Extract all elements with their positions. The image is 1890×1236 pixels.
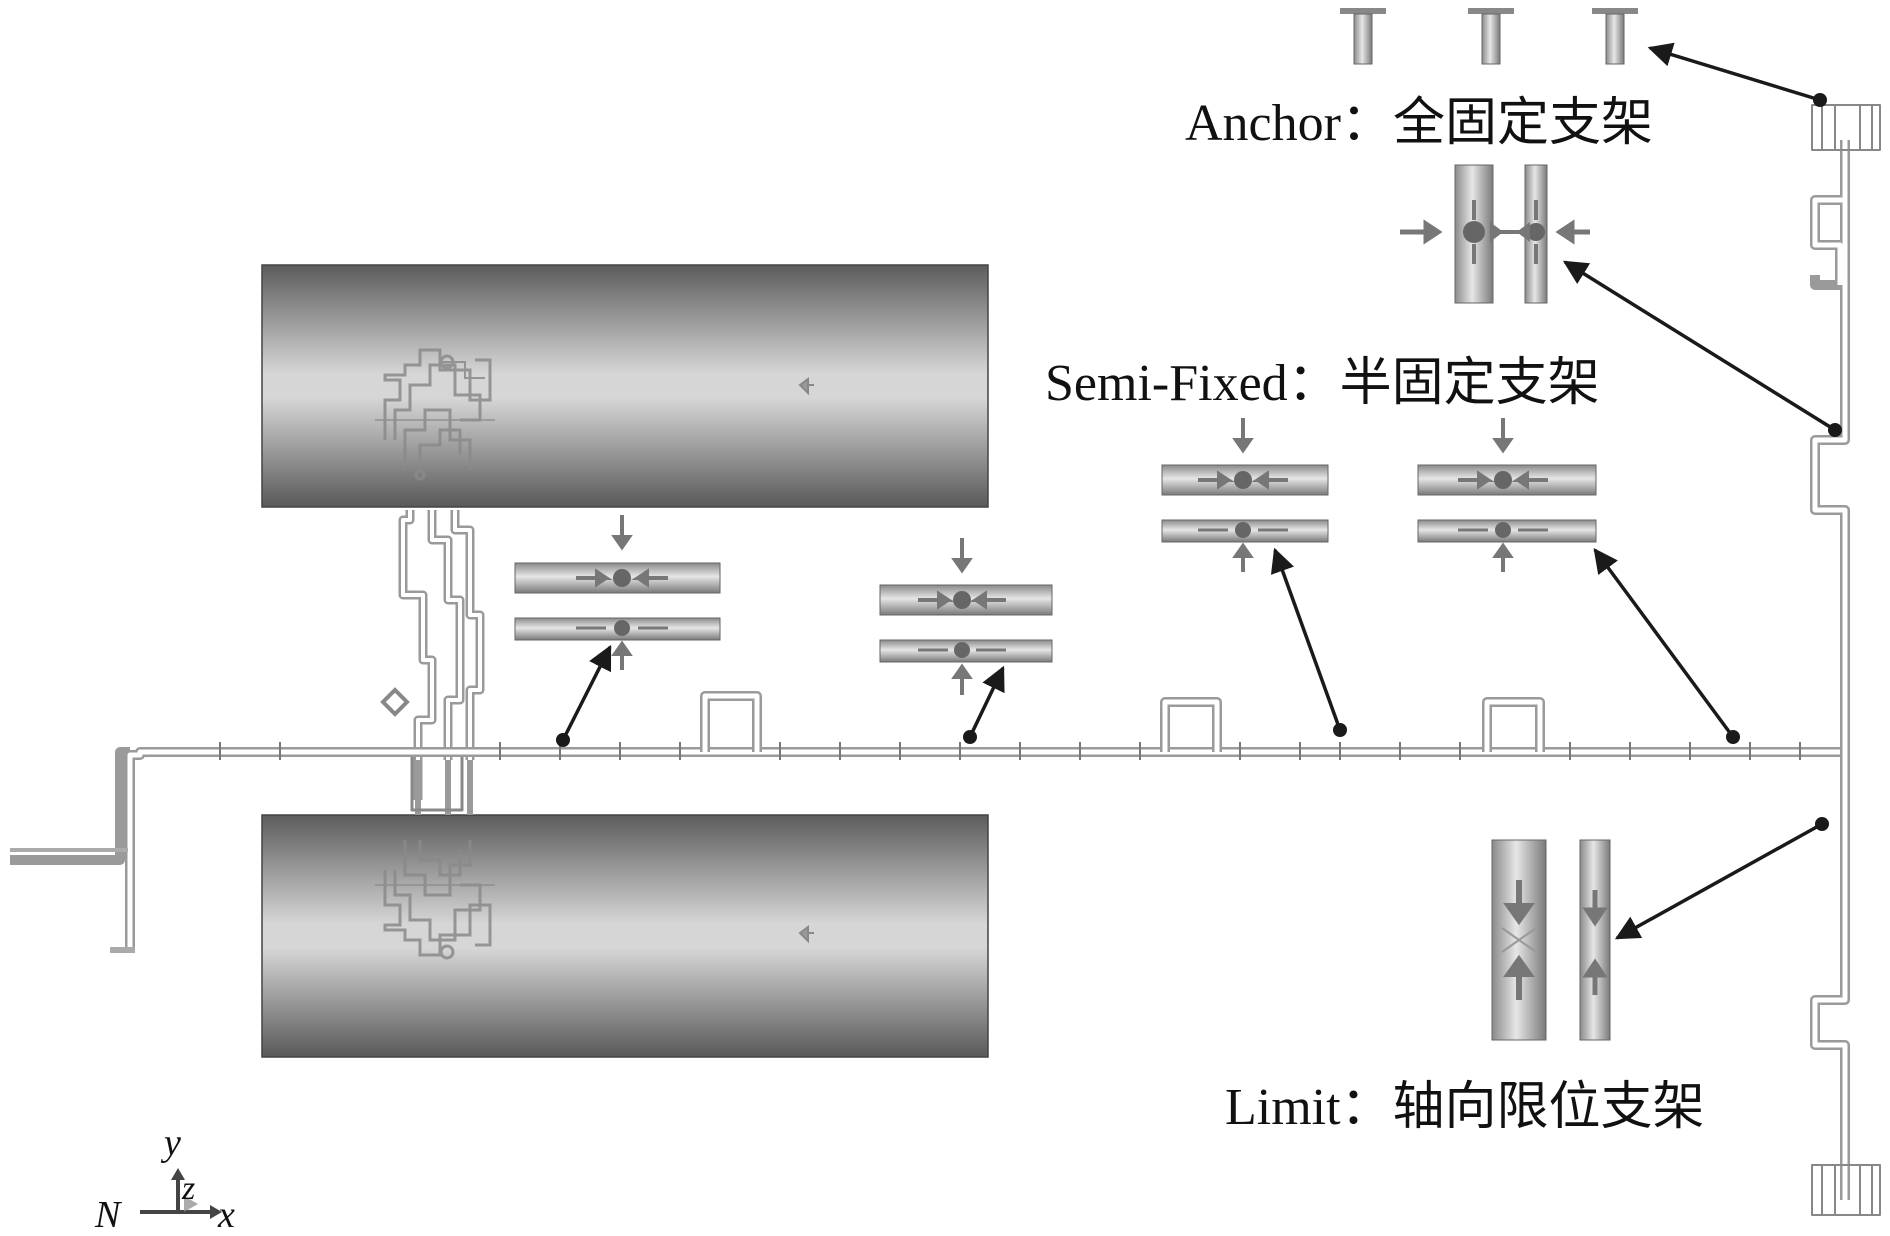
axis-label-y: y xyxy=(164,1122,181,1164)
leader-semi-fixed-4 xyxy=(1593,548,1735,739)
upper-piping-cluster xyxy=(375,348,495,481)
anchor-label: Anchor：全固定支架 xyxy=(1185,95,1653,152)
connecting-pipes xyxy=(398,510,485,815)
vertical-semi-fixed-symbol xyxy=(1400,164,1590,304)
upper-tank-mark xyxy=(798,377,814,396)
diamond-valve xyxy=(380,687,410,717)
leader-dots xyxy=(556,93,1842,831)
anchor-t-1 xyxy=(1340,8,1386,65)
leader-limit xyxy=(1614,822,1823,940)
lower-tank-mark xyxy=(798,925,814,944)
axis-label-n: N xyxy=(95,1194,121,1236)
semi-fixed-symbol-3 xyxy=(1161,418,1329,572)
semi-fixed-symbol-2 xyxy=(879,538,1053,695)
anchor-t-2 xyxy=(1468,8,1514,65)
semi-fixed-label: Semi-Fixed：半固定支架 xyxy=(1045,355,1600,412)
lower-tank xyxy=(261,814,989,1058)
leader-semi-fixed-3 xyxy=(1270,547,1342,731)
leader-anchor xyxy=(1647,42,1821,102)
leader-vertical-semi-fixed xyxy=(1562,260,1836,432)
main-pipeline xyxy=(10,691,1840,953)
limit-label: Limit：轴向限位支架 xyxy=(1225,1079,1705,1136)
axis-label-z: z xyxy=(182,1170,196,1207)
axis-label-x: x xyxy=(218,1194,235,1236)
pipe-supports-ticks xyxy=(219,742,1801,760)
anchor-t-3 xyxy=(1592,8,1638,65)
limit-symbol xyxy=(1491,839,1611,1041)
leader-semi-fixed-1 xyxy=(561,644,612,741)
right-vertical-pipeline xyxy=(1810,104,1881,1216)
semi-fixed-symbol-1 xyxy=(514,515,721,670)
semi-fixed-symbol-4 xyxy=(1417,418,1597,572)
leader-semi-fixed-2 xyxy=(968,665,1005,738)
anchor-symbols xyxy=(1340,8,1638,65)
upper-tank xyxy=(261,264,989,508)
axis-triad xyxy=(140,1168,222,1219)
lower-piping-cluster xyxy=(375,840,495,960)
leader-lines xyxy=(561,42,1836,940)
